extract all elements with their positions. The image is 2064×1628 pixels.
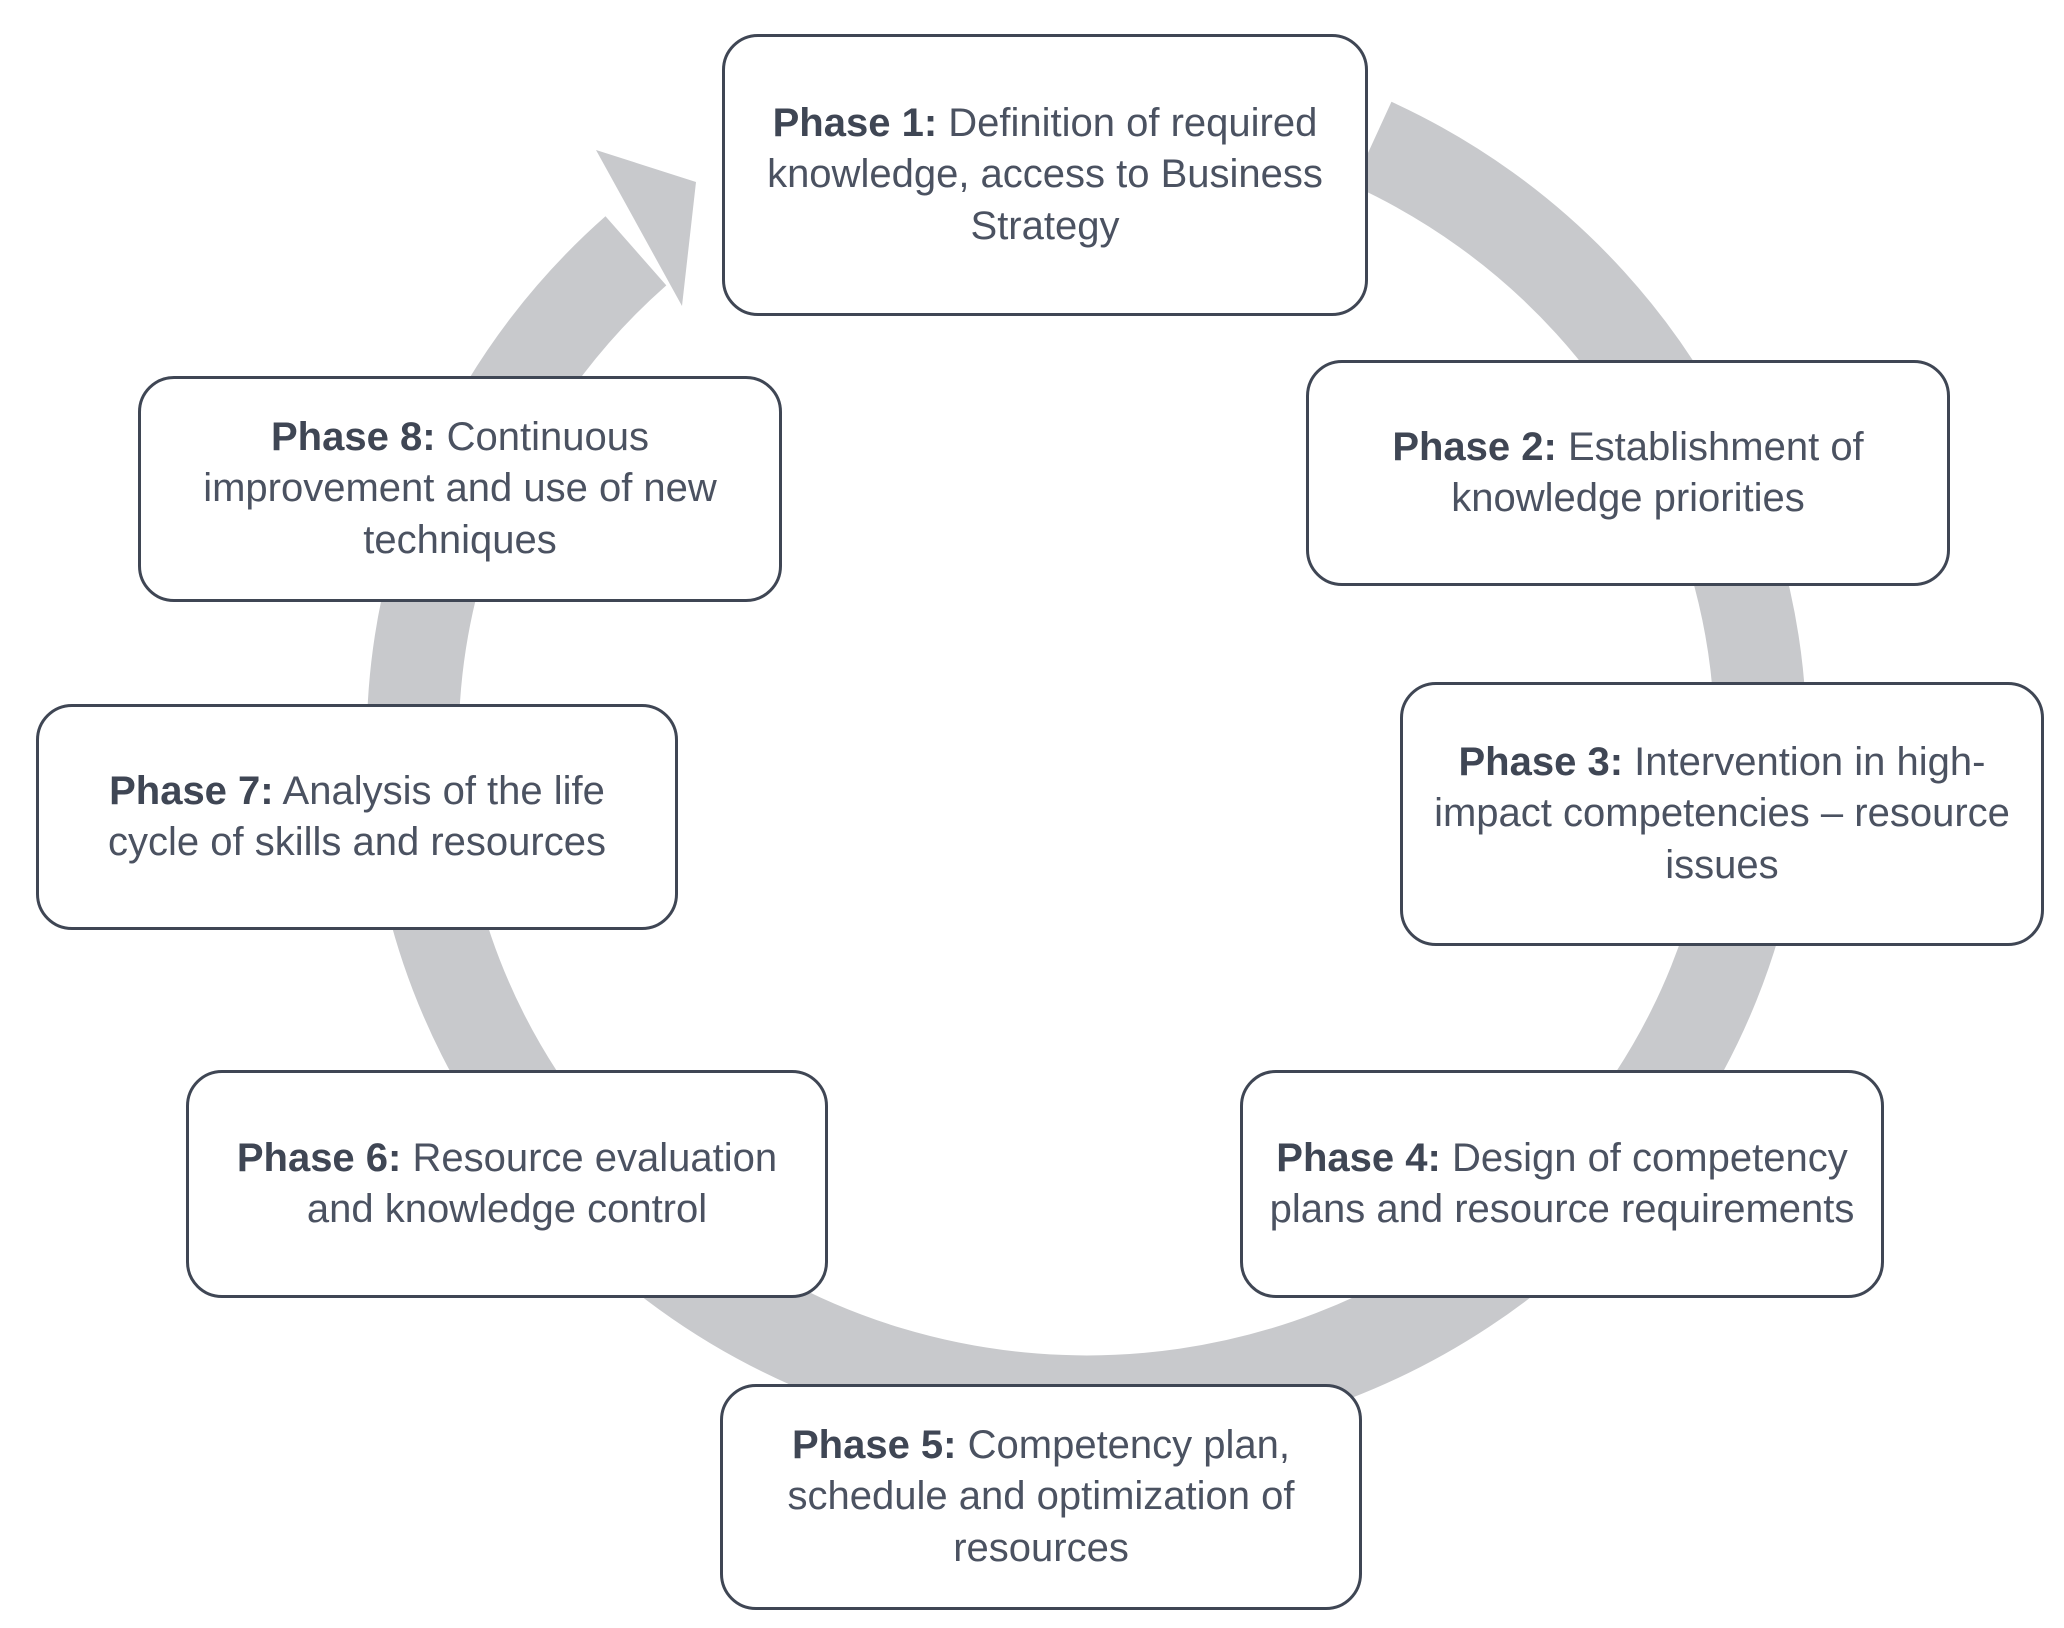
phase-4-box: Phase 4: Design of competency plans and … [1240,1070,1884,1298]
phase-8-label: Phase 8: [270,415,436,460]
phase-2-label: Phase 2: [1392,424,1557,469]
phase-7-label: Phase 7: [109,768,274,813]
phase-2-text: Phase 2: Establishment of knowledge prio… [1335,422,1921,524]
phase-4-description: Design of competency plans and resource … [1269,1135,1855,1231]
phase-3-description: Intervention in high-impact competencies… [1434,740,2010,887]
phase-8-text: Phase 8: Continuous improvement and use … [167,412,753,566]
phase-5-label: Phase 5: [791,1423,957,1468]
phase-6-text: Phase 6: Resource evaluation and knowled… [215,1133,799,1235]
phase-1-box: Phase 1: Definition of required knowledg… [722,34,1368,316]
phase-7-box: Phase 7: Analysis of the life cycle of s… [36,704,678,930]
phase-8-description: Continuous improvement and use of new te… [203,415,717,562]
phase-5-text: Phase 5: Competency plan, schedule and o… [749,1420,1333,1574]
phase-4-text: Phase 4: Design of competency plans and … [1269,1133,1855,1235]
phase-6-label: Phase 6: [236,1135,402,1180]
phase-3-text: Phase 3: Intervention in high-impact com… [1429,737,2015,891]
phase-6-box: Phase 6: Resource evaluation and knowled… [186,1070,828,1298]
phase-7-text: Phase 7: Analysis of the life cycle of s… [65,766,649,868]
phase-1-text: Phase 1: Definition of required knowledg… [751,98,1339,252]
phase-5-box: Phase 5: Competency plan, schedule and o… [720,1384,1362,1610]
phase-4-label: Phase 4: [1276,1135,1441,1180]
phase-7-description: Analysis of the life cycle of skills and… [108,768,606,864]
phase-3-label: Phase 3: [1458,740,1624,785]
phase-2-description: Establishment of knowledge priorities [1451,424,1864,520]
phase-1-description: Definition of required knowledge, access… [767,101,1323,248]
phase-1-label: Phase 1: [772,101,938,146]
phase-6-description: Resource evaluation and knowledge contro… [306,1135,778,1231]
phase-3-box: Phase 3: Intervention in high-impact com… [1400,682,2044,946]
phase-2-box: Phase 2: Establishment of knowledge prio… [1306,360,1950,586]
phase-5-description: Competency plan, schedule and optimizati… [787,1423,1295,1570]
phase-8-box: Phase 8: Continuous improvement and use … [138,376,782,602]
cycle-arrow-head [596,150,696,306]
